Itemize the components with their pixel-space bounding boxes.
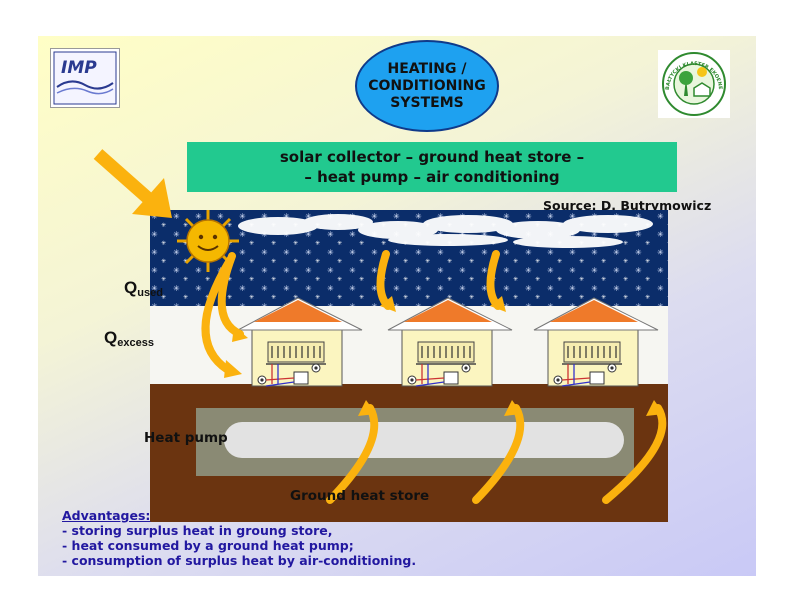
sun-icon — [177, 210, 239, 272]
system-illustration: ✳ ✳ — [150, 210, 668, 522]
heat-pump-label: Heat pump — [144, 430, 228, 446]
cluster-logo: BAŁTYCKI KLASTER EKOENERGETYCZNY — [655, 46, 730, 118]
title-ellipse: HEATING / CONDITIONING SYSTEMS — [355, 40, 499, 132]
advantages-heading: Advantages: — [62, 508, 151, 523]
q-used-label: Qused — [124, 278, 163, 299]
advantage-item: - consumption of surplus heat by air-con… — [62, 553, 417, 568]
slide: IMP HEATING / CONDITIONING SYSTEMS BAŁTY… — [38, 36, 756, 576]
incoming-solar-arrow — [93, 149, 172, 218]
clouds — [238, 214, 653, 248]
source-credit: Source: D. Butrymowicz — [543, 198, 712, 213]
imp-logo: IMP — [50, 48, 120, 108]
heat-pump-pipe — [224, 422, 624, 458]
advantages-list: Advantages: - storing surplus heat in gr… — [62, 508, 416, 568]
slide-title: HEATING / CONDITIONING SYSTEMS — [368, 60, 486, 111]
subtitle-line-2: – heat pump – air conditioning — [304, 168, 560, 186]
q-excess-label: Qexcess — [104, 328, 154, 349]
advantage-item: - storing surplus heat in groung store, — [62, 523, 333, 538]
subtitle-line-1: solar collector – ground heat store – — [279, 148, 585, 166]
ground-heat-store-label: Ground heat store — [290, 488, 430, 504]
subtitle-box: solar collector – ground heat store – – … — [187, 142, 677, 192]
advantage-item: - heat consumed by a ground heat pump; — [62, 538, 354, 553]
imp-logo-text: IMP — [61, 58, 97, 78]
